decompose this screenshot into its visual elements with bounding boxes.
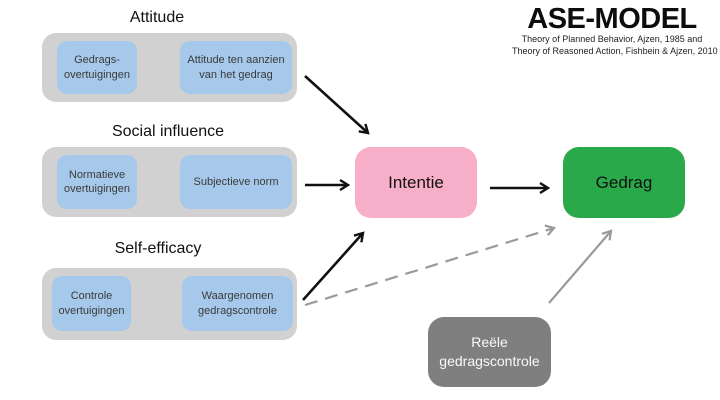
arrow-attitude-to-intentie xyxy=(304,75,370,135)
diagram-subtitle-line1: Theory of Planned Behavior, Ajzen, 1985 … xyxy=(521,34,703,45)
box-subjectieve-norm: Subjectieve norm xyxy=(180,155,292,209)
box-controle-overtuigingen: Controle overtuigingen xyxy=(52,276,131,331)
group-heading-social-influence: Social influence xyxy=(111,123,225,140)
title-block: ASE-MODEL Theory of Planned Behavior, Aj… xyxy=(512,3,718,58)
diagram-title: ASE-MODEL xyxy=(527,3,697,35)
group-heading-self-efficacy: Self-efficacy xyxy=(114,240,202,257)
box-waargenomen-gedragscontrole: Waargenomen gedragscontrole xyxy=(182,276,293,331)
box-attitude-ten-aanzien: Attitude ten aanzien van het gedrag xyxy=(180,41,292,94)
group-heading-attitude: Attitude xyxy=(129,9,185,26)
arrow-self-efficacy-to-intentie xyxy=(302,231,365,301)
node-gedrag: Gedrag xyxy=(563,147,685,218)
node-reele-gedragscontrole: Reële gedragscontrole xyxy=(428,317,551,387)
node-intentie: Intentie xyxy=(355,147,477,218)
diagram-subtitle-line2: Theory of Reasoned Action, Fishbein & Aj… xyxy=(512,46,718,57)
arrow-waargenomen-gedragscontrole-to-gedrag xyxy=(304,224,556,307)
arrow-reele-gedragscontrole-to-gedrag xyxy=(548,229,613,304)
box-gedragsovertuigingen: Gedrags- overtuigingen xyxy=(57,41,137,94)
box-normatieve-overtuigingen: Normatieve overtuigingen xyxy=(57,155,137,209)
